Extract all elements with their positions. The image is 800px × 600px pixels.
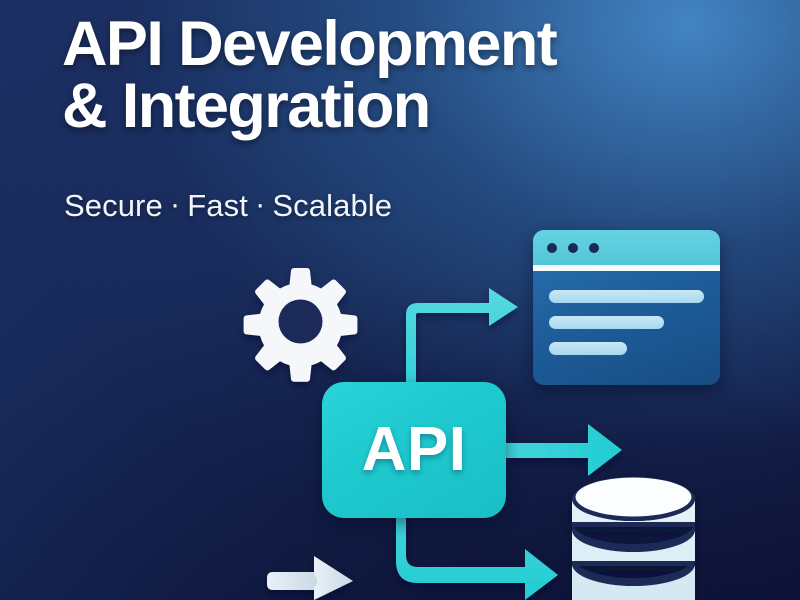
browser-title-divider [533, 265, 720, 271]
browser-content-line-1 [549, 290, 704, 303]
inbound-request-arrow [267, 556, 353, 600]
browser-content-line-2 [549, 316, 664, 329]
page-title: API Development & Integration [62, 13, 702, 141]
browser-content-line-3 [549, 342, 627, 355]
api-to-database-arrow [396, 470, 558, 600]
browser-window-icon [533, 230, 720, 385]
api-to-browser-arrow [406, 288, 518, 440]
page-title-line-2: & Integration [62, 70, 431, 141]
browser-dot-3 [589, 242, 599, 253]
api-node: API [322, 382, 506, 518]
database-icon [572, 477, 695, 600]
api-to-right-arrow [470, 424, 622, 476]
api-node-label: API [361, 415, 467, 484]
subtitle-separator-2: · [254, 186, 266, 221]
browser-title-bar [533, 230, 720, 265]
browser-dot-1 [547, 242, 557, 253]
subtitle-separator-1: · [169, 186, 181, 221]
gear-icon [243, 268, 358, 382]
browser-content-area [533, 271, 720, 355]
subtitle-item-secure: Secure [64, 188, 163, 223]
subtitle-item-fast: Fast [187, 188, 248, 223]
browser-dot-2 [568, 242, 578, 253]
page-title-line-1: API Development [62, 9, 558, 79]
page-subtitle: Secure·Fast·Scalable [64, 186, 393, 224]
subtitle-item-scalable: Scalable [272, 188, 393, 223]
